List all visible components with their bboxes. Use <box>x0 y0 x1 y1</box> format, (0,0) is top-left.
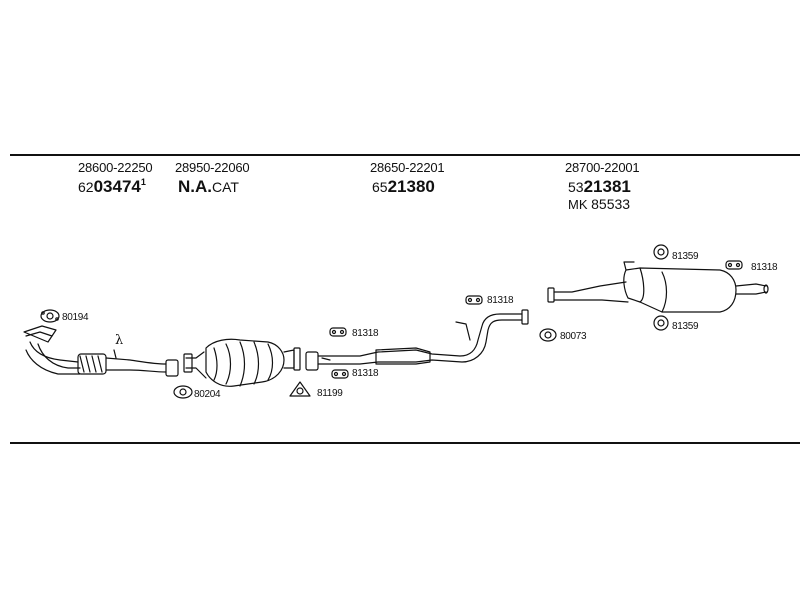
mounting-kit-code: MK 85533 <box>568 196 630 212</box>
code-prefix: 62 <box>78 179 94 195</box>
rubber-hanger-icon <box>465 295 483 305</box>
ref-muffler-mount-bottom: 81359 <box>672 321 699 332</box>
code-main: 03474 <box>93 177 141 196</box>
gasket-icon <box>173 385 193 399</box>
code-front-pipe: 62034741 <box>78 177 146 197</box>
mounting-kit-number: 85533 <box>591 196 631 212</box>
ref-center-hanger-bottom: 81318 <box>352 368 379 379</box>
code-prefix: 65 <box>372 179 388 195</box>
code-center-pipe: 6521380 <box>372 177 435 197</box>
code-main: 21380 <box>387 177 435 196</box>
lambda-sensor-label: λ <box>115 333 124 348</box>
ref-rear-gasket: 80073 <box>560 331 587 342</box>
rubber-hanger-icon <box>329 327 347 337</box>
top-divider <box>10 154 800 156</box>
ref-front-gasket: 80194 <box>62 312 89 323</box>
gasket-icon <box>40 309 60 323</box>
rubber-hanger-icon <box>331 369 349 379</box>
part-number-catalyst: 28950-22060 <box>175 160 250 175</box>
mount-icon <box>653 244 669 260</box>
part-number-front-pipe: 28600-22250 <box>78 160 153 175</box>
front-pipe <box>23 325 179 377</box>
triangle-ring-icon <box>289 381 311 397</box>
rubber-hanger-icon <box>725 260 743 270</box>
code-prefix: 53 <box>568 179 584 195</box>
center-pipe <box>305 309 529 371</box>
ring-icon <box>539 328 557 342</box>
ref-rear-hanger-mid: 81318 <box>487 295 514 306</box>
code-rear-muffler: 5321381 <box>568 177 631 197</box>
code-main: 21381 <box>583 177 631 196</box>
mounting-kit-prefix: MK <box>568 197 588 212</box>
mount-icon <box>653 315 669 331</box>
bottom-divider <box>10 442 800 444</box>
part-number-rear-muffler: 28700-22001 <box>565 160 640 175</box>
ref-center-hanger-top: 81318 <box>352 328 379 339</box>
code-main: N.A. <box>178 177 212 196</box>
catalytic-converter <box>183 338 301 387</box>
ref-center-ring: 81199 <box>317 388 343 399</box>
part-number-center-pipe: 28650-22201 <box>370 160 445 175</box>
code-suffix: CAT <box>212 179 239 195</box>
code-suffix: 1 <box>140 177 146 187</box>
rear-muffler <box>547 261 769 313</box>
code-catalyst: N.A.CAT <box>178 177 239 197</box>
ref-cat-gasket: 80204 <box>194 389 221 400</box>
ref-tail-hanger: 81318 <box>751 262 778 273</box>
ref-muffler-mount-top: 81359 <box>672 251 699 262</box>
